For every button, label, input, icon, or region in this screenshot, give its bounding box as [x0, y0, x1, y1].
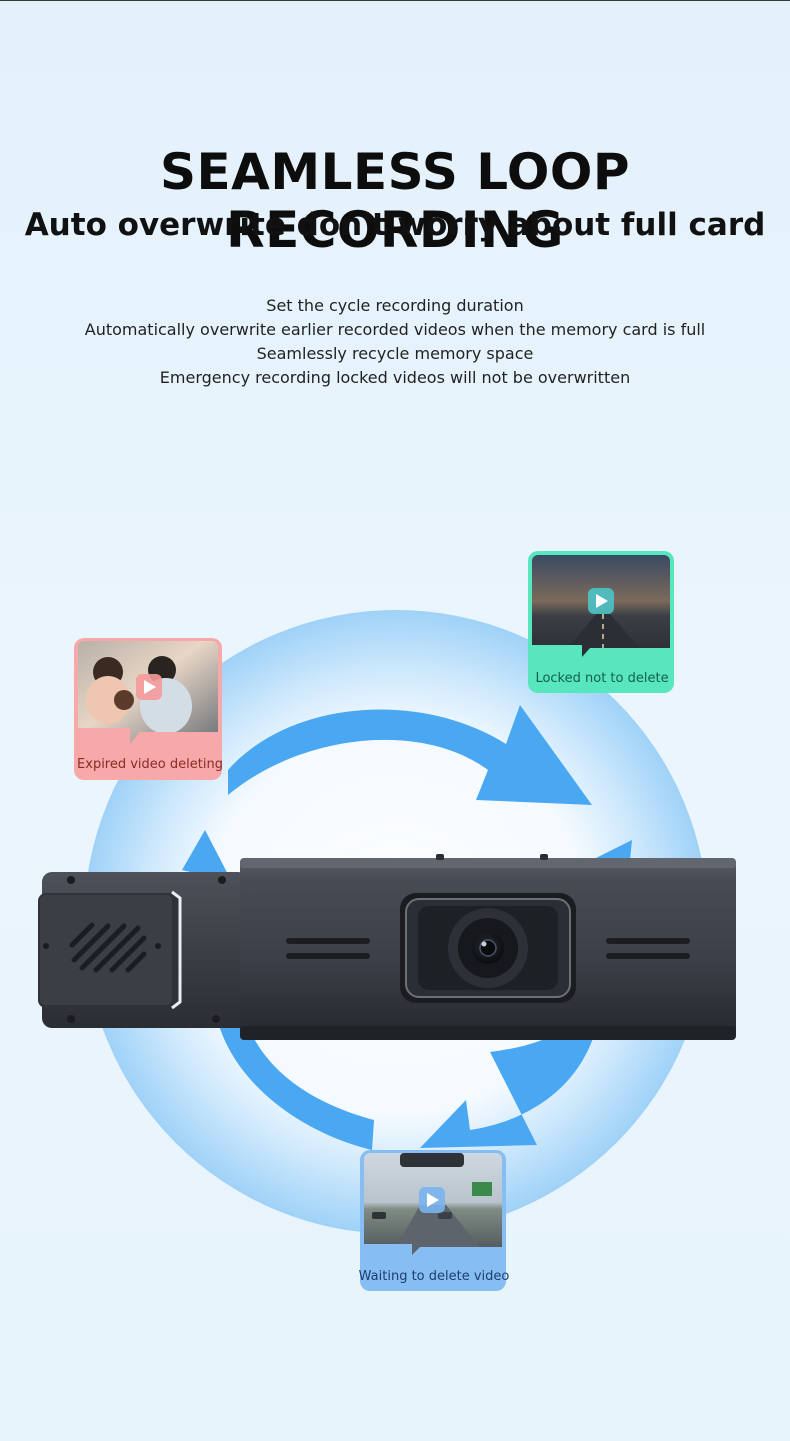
card-locked-label: Locked not to delete — [535, 671, 668, 686]
card-waiting-label: Waiting to delete video — [359, 1269, 510, 1284]
speaker-grille-icon — [69, 922, 147, 973]
feature-list: Set the cycle recording duration Automat… — [0, 294, 790, 390]
page-title: SEAMLESS LOOP RECORDING — [159, 143, 631, 259]
loop-arrows — [182, 705, 632, 1150]
vent-left — [286, 938, 370, 959]
dashcam-device — [38, 854, 736, 1040]
card-locked: Locked not to delete — [528, 551, 674, 693]
card-expired-label: Expired video deleting — [77, 757, 223, 772]
arrow-right-head — [596, 840, 632, 860]
feature-item: Emergency recording locked videos will n… — [159, 368, 631, 387]
feature-item: Seamlessly recycle memory space — [256, 344, 534, 363]
page-subtitle: Auto overwrite don't worry about full ca… — [24, 207, 766, 243]
arrow-left-head — [182, 830, 232, 882]
feature-item: Automatically overwrite earlier recorded… — [84, 320, 706, 339]
feature-item: Set the cycle recording duration — [266, 296, 524, 315]
arrow-left — [214, 1000, 374, 1150]
card-waiting: Waiting to delete video — [359, 1150, 510, 1291]
arrow-top — [228, 705, 592, 805]
vent-right — [606, 938, 690, 959]
top-divider — [0, 0, 790, 1]
card-expired: Expired video deleting — [74, 638, 223, 780]
arrow-bottom — [420, 990, 600, 1148]
